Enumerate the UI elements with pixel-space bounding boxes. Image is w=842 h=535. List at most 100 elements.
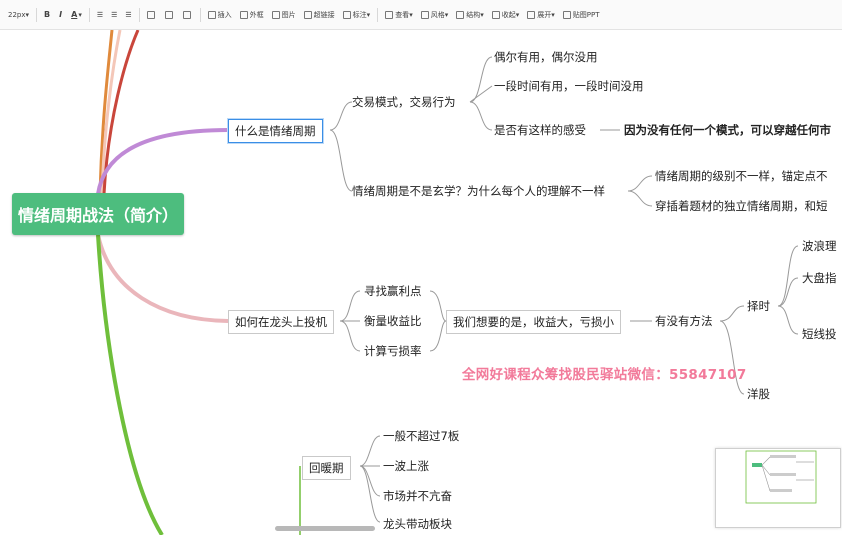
- image-icon: [271, 10, 280, 19]
- node-one-wave-up[interactable]: 一波上涨: [383, 459, 429, 473]
- ppt-icon: [562, 10, 571, 19]
- bold-button[interactable]: B: [40, 5, 55, 25]
- toolbar-item-label: 图片: [281, 10, 296, 19]
- toolbar-divider: [36, 7, 38, 22]
- minimap-node: [770, 473, 796, 476]
- node-stock-pick[interactable]: 洋股: [747, 387, 770, 401]
- toolbar-item-view[interactable]: 查看▾: [381, 5, 417, 25]
- view-icon: [385, 10, 394, 19]
- toolbar: 22px▾ B I A▾ ☰ ☰ ☰ 插入 外框 图片 超链接 标注▾ 查看▾ …: [0, 0, 842, 30]
- node-under-7-boards[interactable]: 一般不超过7板: [383, 429, 460, 443]
- align-left-button[interactable]: ☰: [93, 5, 107, 25]
- toolbar-item-link[interactable]: 超链接: [300, 5, 339, 25]
- collapse-icon: [491, 10, 500, 19]
- toolbar-item-label: 外框: [249, 10, 264, 19]
- connector: [329, 129, 353, 192]
- connector: [719, 305, 745, 322]
- toolbar-divider: [138, 7, 140, 22]
- node-timing[interactable]: 择时: [747, 299, 770, 313]
- font-size-select[interactable]: 22px▾: [4, 5, 33, 25]
- toolbar-item-label: 插入: [217, 10, 232, 19]
- connector: [777, 305, 799, 335]
- connector: [339, 290, 361, 322]
- node-no-mode[interactable]: 因为没有任何一个模式，可以穿越任何市: [624, 123, 831, 137]
- toolbar-item-label: 超链接: [313, 10, 335, 19]
- brush-icon: [146, 10, 155, 19]
- branch-green: [96, 234, 164, 535]
- node-any-method[interactable]: 有没有方法: [655, 314, 713, 328]
- node-feeling[interactable]: 是否有这样的感受: [494, 123, 586, 137]
- node-what-is-emotion-cycle[interactable]: 什么是情绪周期: [227, 118, 324, 144]
- branch-orange: [98, 30, 114, 195]
- font-color-button[interactable]: A▾: [71, 10, 82, 19]
- node-short-term[interactable]: 短线投: [802, 327, 837, 341]
- node-recovery-period[interactable]: 回暖期: [302, 456, 351, 480]
- style-icon: [182, 10, 191, 19]
- horizontal-scrollbar[interactable]: [275, 526, 375, 531]
- connector: [469, 56, 493, 103]
- align-center-icon: ☰: [111, 10, 118, 19]
- node-is-it-mystic[interactable]: 情绪周期是不是玄学？为什么每个人的理解不一样: [352, 184, 605, 198]
- theme-icon: [420, 10, 429, 19]
- toolbar-item-insert[interactable]: 插入: [204, 5, 236, 25]
- node-cycle-level[interactable]: 情绪周期的级别不一样，锚定点不: [655, 169, 828, 183]
- minimap-node: [796, 461, 814, 463]
- node-leader-drive[interactable]: 龙头带动板块: [383, 517, 452, 529]
- node-trade-mode[interactable]: 交易模式，交易行为: [352, 95, 456, 109]
- connector: [429, 320, 447, 352]
- connector: [359, 435, 381, 467]
- style-button[interactable]: [179, 5, 197, 25]
- bold-label: B: [44, 10, 51, 19]
- font-color-label: A: [71, 10, 78, 19]
- toolbar-item-label: 标注: [352, 10, 367, 19]
- minimap-viewport[interactable]: [745, 450, 817, 504]
- toolbar-divider: [377, 7, 379, 22]
- align-right-button[interactable]: ☰: [121, 5, 135, 25]
- node-calc-loss[interactable]: 计算亏损率: [364, 344, 422, 358]
- connector: [329, 101, 353, 131]
- node-theme-cycle[interactable]: 穿插着题材的独立情绪周期，和短: [655, 199, 828, 213]
- frame-icon: [239, 10, 248, 19]
- toolbar-item-paste-ppt[interactable]: 贴图PPT: [559, 5, 604, 25]
- italic-button[interactable]: I: [55, 5, 67, 25]
- node-period-useful[interactable]: 一段时间有用，一段时间没用: [494, 79, 644, 93]
- toolbar-item-label: 结构: [466, 10, 481, 19]
- font-size-value: 22px: [8, 10, 26, 19]
- node-sometimes-useful[interactable]: 偶尔有用，偶尔没用: [494, 50, 598, 64]
- link-icon: [303, 10, 312, 19]
- toolbar-item-label: 展开: [537, 10, 552, 19]
- node-what-we-want[interactable]: 我们想要的是，收益大，亏损小: [446, 310, 621, 334]
- toolbar-item-collapse[interactable]: 收起▾: [488, 5, 524, 25]
- node-wave-theory[interactable]: 波浪理: [802, 239, 837, 253]
- toolbar-item-note[interactable]: 标注▾: [339, 5, 375, 25]
- node-measure-ratio[interactable]: 衡量收益比: [364, 314, 422, 328]
- toolbar-item-theme[interactable]: 风格▾: [417, 5, 453, 25]
- watermark-text: 全网好课程众筹找股民驿站微信：55847107: [462, 367, 747, 383]
- align-center-button[interactable]: ☰: [107, 5, 121, 25]
- expand-icon: [527, 10, 536, 19]
- minimap-node: [770, 455, 796, 458]
- node-find-profit[interactable]: 寻找赢利点: [364, 284, 422, 298]
- toolbar-item-label: 查看: [395, 10, 410, 19]
- minimap-node: [796, 479, 814, 481]
- structure-icon: [456, 10, 465, 19]
- connector: [777, 245, 799, 307]
- node-speculate-on-leader[interactable]: 如何在龙头上投机: [228, 310, 334, 334]
- clear-format-button[interactable]: [161, 5, 179, 25]
- minimap-root: [752, 463, 762, 467]
- mindmap-canvas[interactable]: 情绪周期战法（简介） 什么是情绪周期 交易模式，交易行为 偶尔有用，偶尔没用 一…: [0, 30, 842, 535]
- minimap-links: [761, 456, 771, 492]
- format-brush-button[interactable]: [143, 5, 161, 25]
- minimap[interactable]: [715, 448, 841, 528]
- node-not-excited[interactable]: 市场并不亢奋: [383, 489, 452, 503]
- toolbar-item-frame[interactable]: 外框: [236, 5, 268, 25]
- node-market-index[interactable]: 大盘指: [802, 271, 837, 285]
- root-node[interactable]: 情绪周期战法（简介）: [12, 193, 184, 235]
- toolbar-item-label: 贴图PPT: [572, 10, 600, 19]
- toolbar-item-expand[interactable]: 展开▾: [523, 5, 559, 25]
- connector: [339, 320, 361, 352]
- toolbar-item-label: 风格: [430, 10, 445, 19]
- connector: [429, 290, 447, 322]
- toolbar-item-image[interactable]: 图片: [268, 5, 300, 25]
- toolbar-item-structure[interactable]: 结构▾: [452, 5, 488, 25]
